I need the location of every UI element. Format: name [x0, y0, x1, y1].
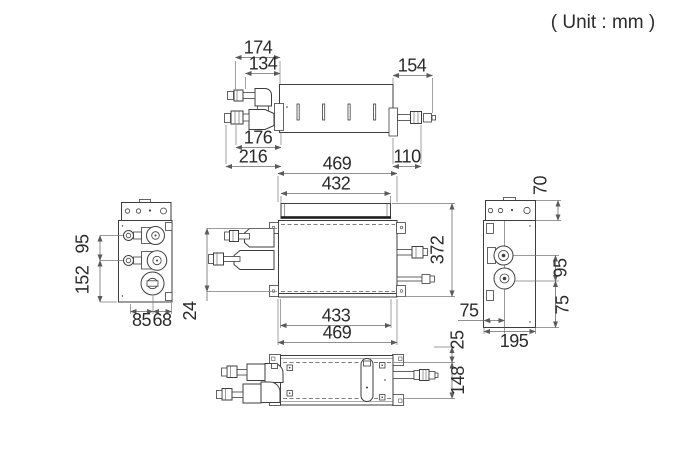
dim-front-432: 432 — [280, 174, 391, 203]
top-view-right-piping — [388, 107, 436, 137]
left-side-view: 95 152 85 68 — [73, 199, 173, 330]
dim-label-432: 432 — [322, 174, 351, 194]
front-view-left-piping — [208, 228, 275, 270]
dim-label-25: 25 — [448, 330, 468, 350]
dim-label-110: 110 — [393, 147, 421, 167]
dim-bottom-148: 148 — [404, 362, 468, 399]
dim-left-95: 95 — [73, 234, 123, 261]
dim-label-469-top: 469 — [323, 154, 352, 174]
dim-label-154: 154 — [398, 56, 427, 76]
dim-left-85-68: 85 68 — [130, 296, 172, 330]
right-view-pipe-fittings — [487, 245, 516, 290]
dim-label-174: 174 — [244, 38, 273, 58]
bottom-view-right-pipe — [392, 369, 439, 381]
dim-front-469-top: 469 — [277, 154, 398, 202]
dim-right-95: 95 — [513, 255, 571, 282]
dim-top-134: 134 — [245, 54, 281, 89]
front-view: 469 432 372 24 433 — [180, 154, 455, 345]
dim-front-24: 24 — [180, 228, 277, 321]
dim-top-154: 154 — [392, 56, 433, 113]
dim-front-433: 433 — [280, 299, 392, 328]
dim-right-195: 195 — [483, 327, 536, 351]
dim-label-148: 148 — [448, 366, 468, 395]
dim-front-372: 372 — [392, 203, 455, 297]
dim-label-24: 24 — [180, 301, 200, 321]
dim-front-469-bottom: 469 — [277, 299, 398, 345]
dim-label-68: 68 — [152, 310, 172, 330]
dim-right-75-horizontal: 75 — [458, 301, 505, 323]
dim-label-70: 70 — [531, 176, 551, 196]
dim-label-372: 372 — [428, 235, 448, 264]
dim-label-195: 195 — [500, 331, 529, 351]
dim-right-75-vertical: 75 — [536, 280, 573, 328]
dim-label-75-vertical: 75 — [553, 295, 573, 315]
dim-label-433: 433 — [322, 306, 351, 326]
top-view: 174 134 154 176 216 110 — [224, 38, 436, 169]
dim-bottom-25: 25 — [394, 330, 468, 363]
dim-label-95-left: 95 — [73, 234, 93, 254]
top-view-left-piping — [224, 88, 284, 131]
right-view-body — [483, 197, 536, 334]
dim-label-152: 152 — [73, 265, 93, 294]
dim-label-176: 176 — [244, 128, 273, 148]
dim-label-134: 134 — [249, 54, 278, 74]
dim-top-110: 110 — [392, 125, 422, 169]
bottom-view: 25 148 — [216, 330, 468, 406]
dim-top-216: 216 — [225, 125, 282, 169]
right-side-view: 70 95 75 75 195 — [458, 176, 573, 351]
left-view-drain — [140, 271, 165, 296]
dim-label-75-horizontal: 75 — [459, 301, 479, 321]
dim-left-152: 152 — [73, 260, 117, 303]
unit-label: ( Unit : mm ) — [551, 12, 656, 33]
dim-label-216: 216 — [239, 147, 268, 167]
bottom-view-left-piping — [216, 363, 284, 404]
front-view-body — [269, 203, 406, 298]
dim-top-176: 176 — [235, 125, 282, 150]
left-view-pipe-fittings — [123, 226, 168, 271]
dim-right-70: 70 — [531, 176, 561, 221]
bottom-view-body — [269, 354, 404, 406]
dim-label-469-bottom: 469 — [323, 323, 352, 343]
top-view-body — [279, 84, 394, 133]
dim-label-85: 85 — [132, 310, 152, 330]
front-view-right-piping — [396, 246, 435, 284]
dim-label-95-right: 95 — [551, 258, 571, 278]
